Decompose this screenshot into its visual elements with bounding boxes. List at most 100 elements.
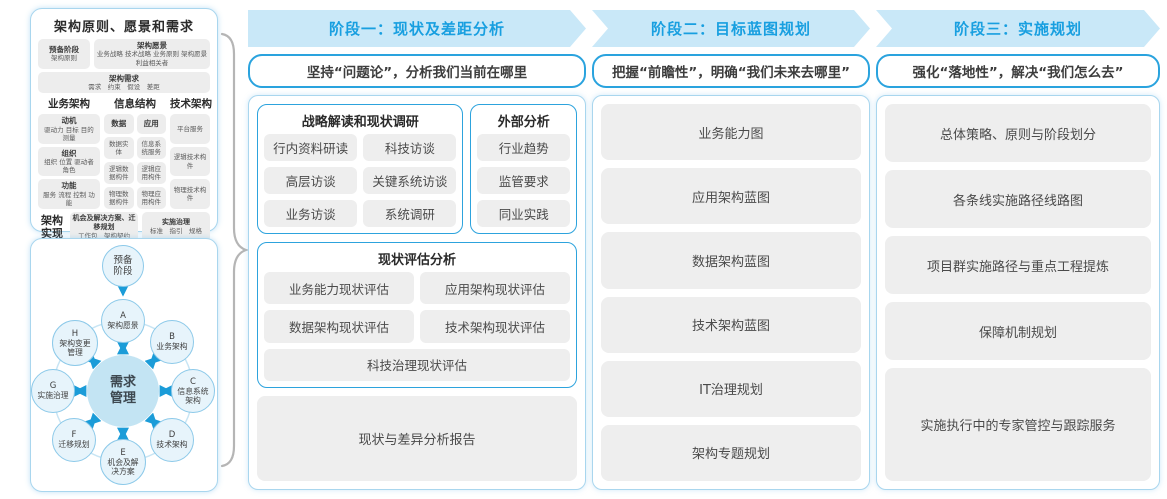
node-id: C — [190, 376, 196, 387]
node-id: H — [71, 328, 79, 339]
architecture-requirements-box: 架构需求 需求 约束 假设 差距 — [38, 71, 210, 94]
deliverable-box: 数据架构蓝图 — [601, 232, 861, 289]
vision-title: 架构愿景 — [137, 41, 167, 50]
organization-box: 组织 组织 位置 驱动者 角色 — [38, 146, 100, 177]
brace-connector — [220, 32, 249, 468]
migration-title: 机会及解决方案、迁移规划 — [72, 214, 136, 231]
node-label: 架构愿景 — [107, 321, 139, 331]
phase-2-content-panel: 业务能力图 应用架构蓝图 数据架构蓝图 技术架构蓝图 IT治理规划 架构专题规划 — [592, 95, 870, 490]
motivation-title: 动机 — [61, 116, 77, 126]
node-id: G — [49, 381, 57, 392]
node-id: B — [169, 332, 175, 343]
node-id: D — [168, 430, 176, 441]
phase-3-subtitle-box: 强化“落地性”，解决“我们怎么去” — [876, 54, 1160, 88]
requirements-items: 需求 约束 假设 差距 — [88, 83, 160, 91]
node-label: 机会及解决方案 — [107, 457, 139, 476]
activity-box: 科技治理现状评估 — [264, 348, 570, 381]
deliverable-box: 总体策略、原则与阶段划分 — [885, 104, 1151, 162]
activity-box: 监管要求 — [477, 167, 570, 194]
activity-box: 同业实践 — [477, 200, 570, 227]
deliverable-box: 架构专题规划 — [601, 424, 861, 482]
business-architecture-title: 业务架构 — [48, 98, 90, 111]
phase-2-column: 阶段二：目标蓝图规划 把握“前瞻性”，明确“我们未来去哪里” 业务能力图 应用架… — [592, 0, 870, 499]
principles-title: 架构原则、愿景和需求 — [53, 20, 194, 35]
architecture-columns: 业务架构 动机 驱动力 目标 目的 测量 组织 组织 位置 驱动者 角色 功能 … — [38, 96, 212, 209]
application-subcolumn: 应用 信息系统服务 逻辑应用构件 物理应用构件 — [136, 114, 166, 209]
governance-title: 实施治理 — [162, 218, 190, 227]
assessment-title: 现状评估分析 — [377, 253, 456, 268]
architecture-implementation-row: 架构实现 机会及解决方案、迁移规划 工作包 架构契约 实施治理 标准 指引 规格 — [38, 212, 210, 242]
node-label: 业务架构 — [156, 342, 188, 352]
application-header: 应用 — [136, 114, 166, 135]
function-items: 服务 流程 控制 功能 — [43, 190, 95, 207]
data-subcolumn: 数据 数据实体 逻辑数据构件 物理数据构件 — [104, 114, 134, 209]
node-label: 迁移规划 — [58, 440, 90, 450]
application-item: 逻辑应用构件 — [136, 162, 166, 185]
phase-1-title: 阶段一：现状及差距分析 — [328, 20, 505, 38]
cycle-node-a: A 架构愿景 — [101, 299, 145, 343]
requirements-title: 架构需求 — [109, 73, 139, 83]
activity-box: 技术架构现状评估 — [420, 310, 570, 343]
external-analysis-grid: 行业趋势 监管要求 同业实践 — [477, 134, 570, 227]
phase-3-column: 阶段三：实施规划 强化“落地性”，解决“我们怎么去” 总体策略、原则与阶段划分 … — [876, 0, 1160, 499]
cycle-node-b: B 业务架构 — [150, 320, 194, 364]
node-label: 技术架构 — [156, 440, 188, 450]
activity-box: 业务能力现状评估 — [264, 272, 414, 305]
activity-box: 行业趋势 — [477, 134, 570, 161]
prep-stage-label: 预备阶段 — [49, 45, 79, 55]
organization-title: 组织 — [61, 148, 77, 158]
motivation-box: 动机 驱动力 目标 目的 测量 — [38, 114, 100, 144]
cycle-node-c: C 信息系统架构 — [171, 369, 215, 413]
cycle-node-g: G 实施治理 — [31, 369, 75, 413]
architecture-vision-box: 架构愿景 业务战略 技术战略 业务原则 架构愿景 利益相关者 — [94, 39, 210, 69]
function-box: 功能 服务 流程 控制 功能 — [38, 179, 100, 209]
phase-2-title: 阶段二：目标蓝图规划 — [650, 20, 811, 38]
governance-items: 标准 指引 规格 — [150, 227, 202, 236]
node-id: E — [120, 447, 126, 458]
activity-box: 高层访谈 — [264, 167, 358, 194]
phase-1-column: 阶段一：现状及差距分析 坚持“问题论”，分析我们当前在哪里 战略解读和现状调研 … — [248, 0, 586, 499]
assessment-grid: 业务能力现状评估 应用架构现状评估 数据架构现状评估 技术架构现状评估 科技治理… — [264, 272, 570, 381]
phase-3-subtitle: 强化“落地性”，解决“我们怎么去” — [912, 65, 1124, 81]
business-architecture-column: 业务架构 动机 驱动力 目标 目的 测量 组织 组织 位置 驱动者 角色 功能 … — [38, 96, 100, 209]
activity-box: 应用架构现状评估 — [420, 272, 570, 305]
assessment-group: 现状评估分析 业务能力现状评估 应用架构现状评估 数据架构现状评估 技术架构现状… — [257, 242, 577, 388]
data-item: 逻辑数据构件 — [104, 162, 134, 185]
activity-box: 关键系统访谈 — [363, 167, 457, 194]
data-item: 物理数据构件 — [104, 187, 134, 209]
data-item: 数据实体 — [104, 137, 134, 160]
deliverable-box: IT治理规划 — [601, 360, 861, 417]
implementation-label: 架构实现 — [41, 213, 63, 240]
information-structure-title: 信息结构 — [114, 98, 156, 111]
external-analysis-title: 外部分析 — [497, 115, 550, 130]
activity-box: 数据架构现状评估 — [264, 310, 414, 343]
implementation-governance-box: 实施治理 标准 指引 规格 — [142, 212, 210, 242]
deliverable-box: 业务能力图 — [601, 104, 861, 161]
prep-stage-box: 预备阶段 架构原则 — [38, 39, 90, 69]
phase-1-subtitle: 坚持“问题论”，分析我们当前在哪里 — [306, 65, 528, 81]
cycle-node-d: D 技术架构 — [150, 418, 194, 462]
deliverable-box: 各条线实施路径线路图 — [885, 170, 1151, 228]
phase-3-title: 阶段三：实施规划 — [953, 20, 1082, 38]
technology-item: 逻辑技术构件 — [170, 146, 210, 177]
activity-box: 业务访谈 — [264, 200, 358, 227]
phase-2-header-banner: 阶段二：目标蓝图规划 — [592, 10, 870, 47]
prep-vision-row: 预备阶段 架构原则 架构愿景 业务战略 技术战略 业务原则 架构愿景 利益相关者 — [38, 39, 210, 69]
activity-box: 系统调研 — [363, 200, 457, 227]
migration-planning-box: 机会及解决方案、迁移规划 工作包 架构契约 — [70, 212, 138, 242]
phase-1-header-banner: 阶段一：现状及差距分析 — [248, 10, 586, 47]
gap-analysis-report-box: 现状与差异分析报告 — [257, 396, 577, 481]
node-label: 信息系统架构 — [177, 386, 209, 405]
activity-box: 科技访谈 — [363, 134, 457, 161]
activity-box: 行内资料研读 — [264, 134, 358, 161]
function-title: 功能 — [61, 181, 77, 191]
node-id: F — [71, 430, 77, 441]
node-label: 实施治理 — [37, 391, 69, 401]
motivation-items: 驱动力 目标 目的 测量 — [44, 125, 94, 142]
external-analysis-group: 外部分析 行业趋势 监管要求 同业实践 — [470, 104, 577, 234]
information-grid: 数据 数据实体 逻辑数据构件 物理数据构件 应用 信息系统服务 逻辑应用构件 物… — [104, 114, 166, 209]
application-item: 信息系统服务 — [136, 137, 166, 160]
strategy-research-grid: 行内资料研读 科技访谈 高层访谈 关键系统访谈 业务访谈 系统调研 — [264, 134, 457, 227]
node-label: 架构变更管理 — [59, 338, 91, 357]
